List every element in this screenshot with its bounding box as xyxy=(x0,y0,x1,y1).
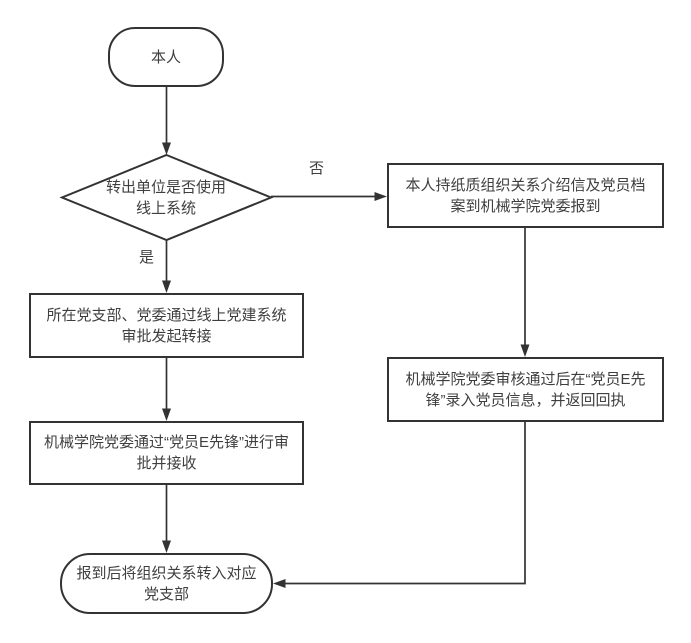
arrowhead-decision-online xyxy=(162,280,171,293)
start-node: 本人 xyxy=(108,27,224,87)
arrowhead-decision-paper xyxy=(374,192,387,201)
arrowhead-start-decision xyxy=(162,142,171,155)
edge-label-yes: 是 xyxy=(139,249,155,266)
paper-report-node: 本人持纸质组织关系介绍信及党员档案到机械学院党委报到 xyxy=(387,163,664,228)
committee-approve-node: 机械学院党委通过“党员E先锋”进行审批并接收 xyxy=(29,421,304,485)
arrowhead-paper-record xyxy=(520,344,530,357)
arrowhead-committee-end xyxy=(162,540,171,553)
edge-label-no: 否 xyxy=(309,160,325,177)
end-node: 报到后将组织关系转入对应党支部 xyxy=(60,553,273,614)
arrowhead-record-end xyxy=(273,579,286,588)
arrowhead-online-committee xyxy=(162,408,171,421)
edge-record-end xyxy=(285,422,526,585)
online-initiate-node: 所在党支部、党委通过线上党建系统审批发起转接 xyxy=(29,293,304,358)
decision-node-label: 转出单位是否使用线上系统 xyxy=(105,179,226,217)
record-info-node: 机械学院党委审核通过后在“党员E先锋”录入党员信息，并返回回执 xyxy=(387,357,664,422)
